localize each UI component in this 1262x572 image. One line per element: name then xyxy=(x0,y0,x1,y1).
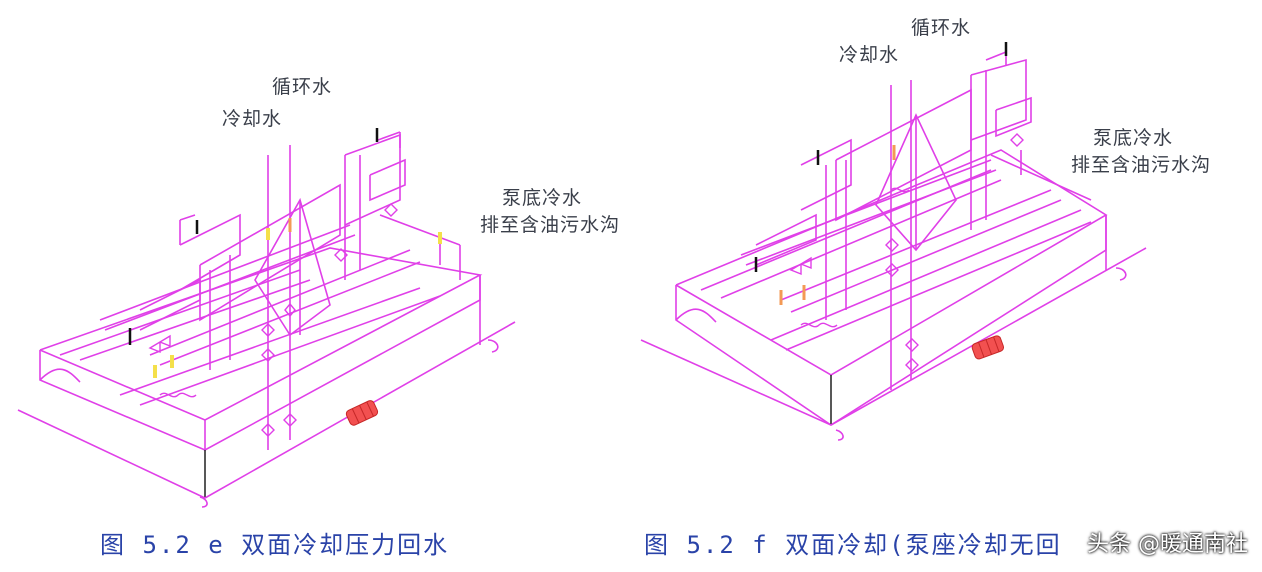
label-cooling-water: 冷却水 xyxy=(222,108,283,130)
label-circulating-water: 循环水 xyxy=(272,76,333,98)
label-cooling-water: 冷却水 xyxy=(839,44,900,66)
watermark: 头条 @暖通南社 xyxy=(1087,532,1248,557)
label-circulating-water: 循环水 xyxy=(911,17,972,39)
label-pump-drain-line2: 排至含油污水沟 xyxy=(1071,154,1212,176)
piping-isometric-drawing xyxy=(640,42,1147,441)
figure-5-2-e: 循环水 冷却水 泵底冷水 排至含油污水沟 图 5.2 e 双面冷却压力回水 xyxy=(17,76,621,559)
label-pump-drain-line1: 泵底冷水 xyxy=(502,187,583,209)
caption-figure-f: 图 5.2 f 双面冷却(泵座冷却无回 xyxy=(644,531,1062,559)
label-pump-drain-line2: 排至含油污水沟 xyxy=(480,214,621,236)
piping-isometric-drawing xyxy=(17,128,516,508)
label-pump-drain-line1: 泵底冷水 xyxy=(1093,127,1174,149)
figure-5-2-f: 循环水 冷却水 泵底冷水 排至含油污水沟 图 5.2 f 双面冷却(泵座冷却无回 xyxy=(631,0,1262,572)
caption-figure-e: 图 5.2 e 双面冷却压力回水 xyxy=(100,531,450,559)
red-valve-icon xyxy=(971,335,1005,360)
red-valve-icon xyxy=(345,400,379,426)
